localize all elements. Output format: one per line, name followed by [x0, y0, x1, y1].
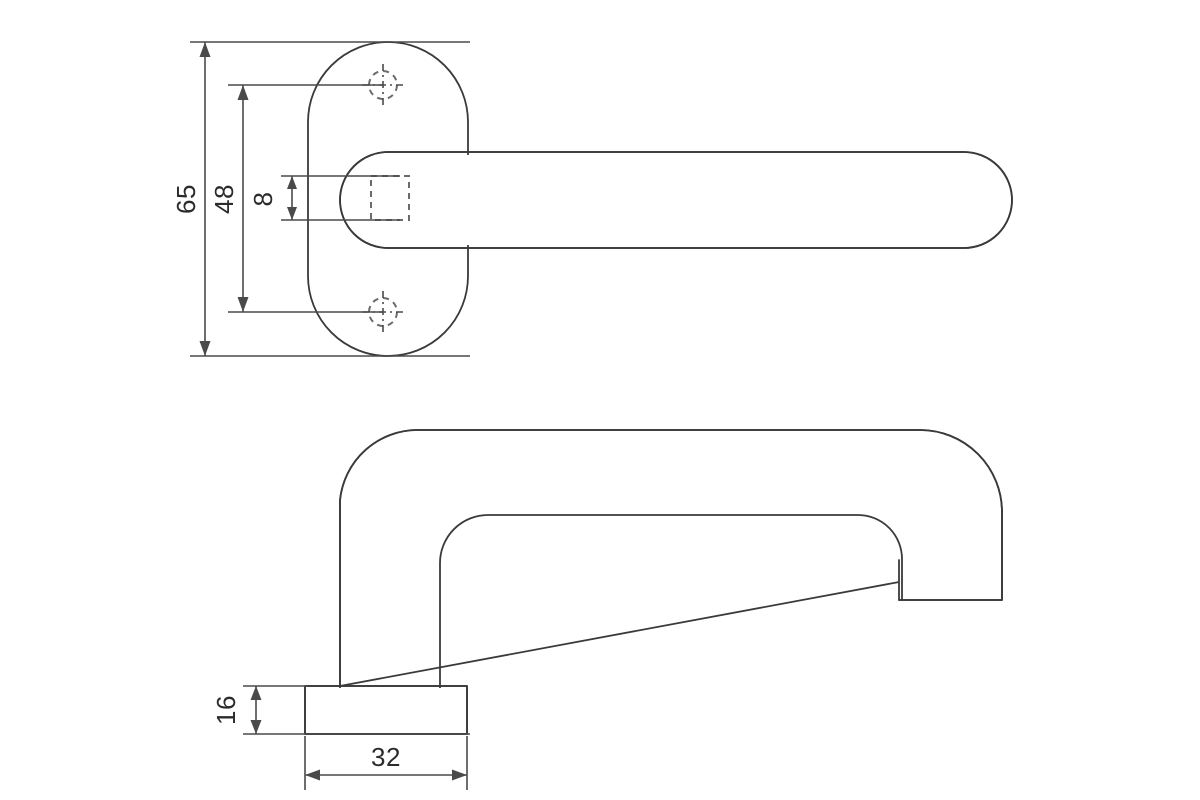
dim-65-arrow-bottom	[199, 341, 211, 356]
dimension-8: 8	[248, 175, 400, 221]
lever-overlap-mask	[390, 155, 970, 245]
dim-32-arrow-left	[305, 769, 320, 781]
dim-48-arrow-top	[237, 85, 249, 100]
top-view-group: 65 48 8	[171, 41, 1013, 357]
dimension-48: 48	[209, 84, 383, 313]
neck-plate-joint-mask	[307, 688, 465, 732]
lever-side-inner-edge	[439, 514, 903, 701]
dim-16-arrow-top	[250, 686, 262, 700]
dim-65-arrow-top	[199, 42, 211, 57]
dimension-16: 16	[211, 685, 470, 735]
lever-side-outer-edge	[339, 429, 1003, 701]
dim-8-label: 8	[248, 192, 278, 207]
dim-48-arrow-bottom	[237, 297, 249, 312]
dim-32-label: 32	[371, 742, 401, 772]
dim-65-label: 65	[171, 184, 201, 214]
side-view-group: 16 32	[211, 429, 1003, 790]
dim-8-arrow-top	[287, 176, 297, 189]
dimension-32: 32	[304, 736, 468, 790]
dim-8-arrow-bottom	[287, 207, 297, 220]
dim-16-arrow-bottom	[250, 720, 262, 734]
dim-48-label: 48	[209, 184, 239, 214]
dim-16-label: 16	[211, 695, 241, 725]
dimension-65: 65	[171, 41, 470, 357]
dim-32-arrow-right	[452, 769, 467, 781]
